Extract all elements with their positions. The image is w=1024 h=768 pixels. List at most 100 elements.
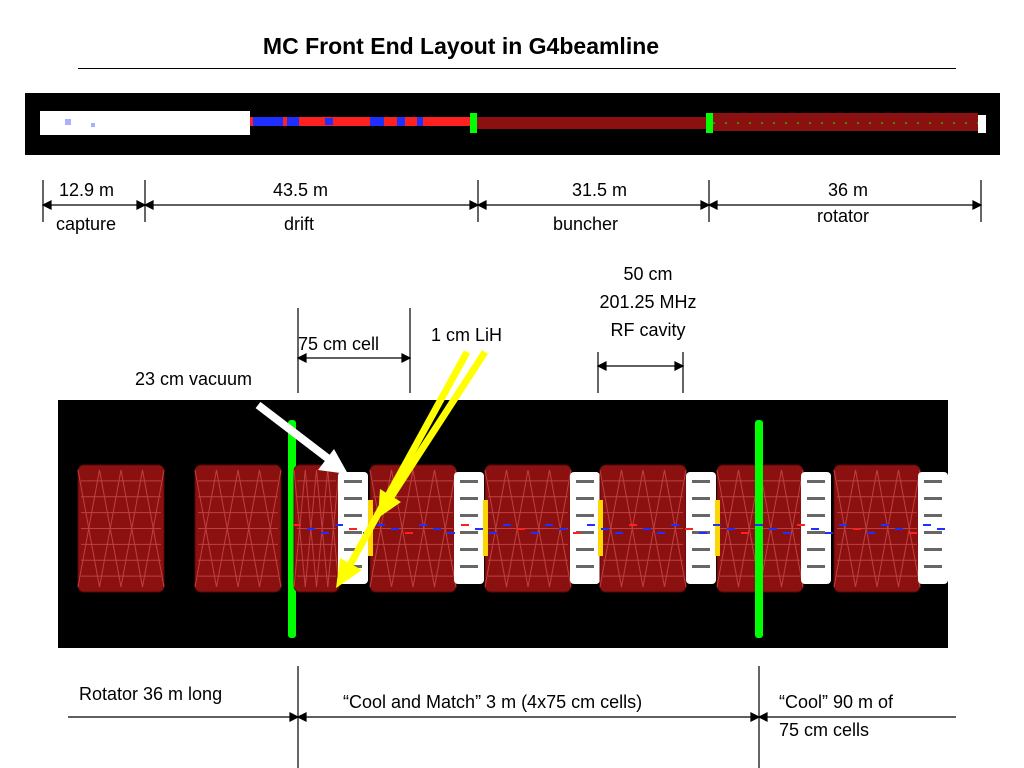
magnet-coil-pattern	[194, 469, 282, 588]
cavity-detail	[576, 531, 594, 534]
rotator-length: 36 m	[828, 180, 869, 200]
cavity-detail	[344, 497, 362, 500]
capture-region	[40, 111, 250, 135]
cavity-detail	[692, 514, 710, 517]
beam-particle	[559, 528, 567, 530]
magnet-coil-pattern	[833, 469, 921, 588]
beam-particle	[587, 524, 595, 526]
vacuum-label: 23 cm vacuum	[135, 369, 253, 389]
cavity-detail	[924, 531, 942, 534]
beam-particle	[769, 528, 777, 530]
title-underline	[78, 68, 956, 69]
buncher-label: buncher	[553, 214, 619, 234]
beam-particle	[727, 528, 735, 530]
beam-particle	[881, 524, 889, 526]
cavity-detail	[924, 565, 942, 568]
beam-particle	[419, 524, 427, 526]
cavity-detail	[807, 480, 825, 483]
beam-particle	[615, 532, 623, 534]
magnet-coil-pattern	[599, 469, 687, 588]
beam-particle	[923, 524, 931, 526]
capture-label: capture	[56, 214, 117, 234]
rf-cavity-label: RF cavity	[610, 320, 686, 340]
beam-particle	[405, 532, 413, 534]
cavity-detail	[576, 480, 594, 483]
cavity-detail	[807, 514, 825, 517]
buncher-length: 31.5 m	[572, 180, 628, 200]
lih-absorber	[598, 500, 603, 556]
cavity-detail	[460, 531, 478, 534]
beam-particle	[475, 528, 483, 530]
beam-particle	[517, 528, 525, 530]
beam-particle	[601, 528, 609, 530]
beam-particle	[293, 524, 301, 526]
cavity-detail	[460, 514, 478, 517]
beam-particle	[713, 524, 721, 526]
cavity-detail	[460, 480, 478, 483]
beam-particle	[433, 528, 441, 530]
beam-particle	[335, 524, 343, 526]
lih-arrow-1	[336, 558, 362, 588]
beam-particle	[867, 532, 875, 534]
cavity-detail	[576, 514, 594, 517]
rotator-length-label: Rotator 36 m long	[79, 684, 223, 704]
beam-particle	[909, 532, 917, 534]
capture-length: 12.9 m	[59, 180, 115, 200]
beam-particle	[489, 532, 497, 534]
cavity-detail	[576, 548, 594, 551]
cooling-cell-detail-graphic	[77, 420, 948, 638]
drift-region	[250, 117, 473, 126]
beam-particle	[671, 524, 679, 526]
cool-label-line1: “Cool” 90 m of	[779, 692, 894, 712]
beam-particle	[825, 532, 833, 534]
beam-particle	[937, 528, 945, 530]
cool-match-label: “Cool and Match” 3 m (4x75 cm cells)	[343, 692, 643, 712]
beamline-overview-graphic	[40, 111, 986, 135]
beam-particle	[895, 528, 903, 530]
rotator-start-marker	[706, 113, 713, 133]
rotator-region	[713, 113, 978, 131]
cooling-cell-detail-panel	[58, 400, 948, 648]
cavity-detail	[460, 497, 478, 500]
buncher-region	[477, 117, 707, 129]
beam-particle	[797, 524, 805, 526]
cavity-detail	[344, 531, 362, 534]
rf-cavity-frequency: 201.25 MHz	[599, 292, 697, 312]
drift-length: 43.5 m	[273, 180, 329, 200]
page-title: MC Front End Layout in G4beamline	[262, 33, 660, 59]
lih-arrow-2	[378, 489, 401, 518]
cavity-detail	[460, 565, 478, 568]
beam-particle	[461, 524, 469, 526]
cell-length-label: 75 cm cell	[298, 334, 380, 354]
cavity-detail	[807, 565, 825, 568]
beam-particle	[643, 528, 651, 530]
beam-particle	[307, 528, 315, 530]
beam-particle	[741, 532, 749, 534]
beam-particle	[391, 528, 399, 530]
beam-particle	[377, 524, 385, 526]
lih-absorber	[483, 500, 488, 556]
cavity-detail	[576, 565, 594, 568]
cavity-detail	[807, 531, 825, 534]
beam-particle	[657, 532, 665, 534]
beam-particle	[755, 524, 763, 526]
cavity-detail	[692, 497, 710, 500]
beam-particle	[573, 532, 581, 534]
cavity-detail	[344, 514, 362, 517]
lih-label: 1 cm LiH	[431, 325, 503, 345]
cavity-detail	[344, 548, 362, 551]
vacuum-arrow	[318, 449, 348, 474]
cavity-detail	[924, 497, 942, 500]
cavity-detail	[692, 565, 710, 568]
cavity-detail	[807, 548, 825, 551]
buncher-start-marker	[470, 113, 477, 133]
beam-particle	[629, 524, 637, 526]
cool-label-line2: 75 cm cells	[779, 720, 870, 740]
drift-label: drift	[284, 214, 315, 234]
cavity-detail	[924, 548, 942, 551]
beam-particle	[503, 524, 511, 526]
lih-absorber	[715, 500, 720, 556]
